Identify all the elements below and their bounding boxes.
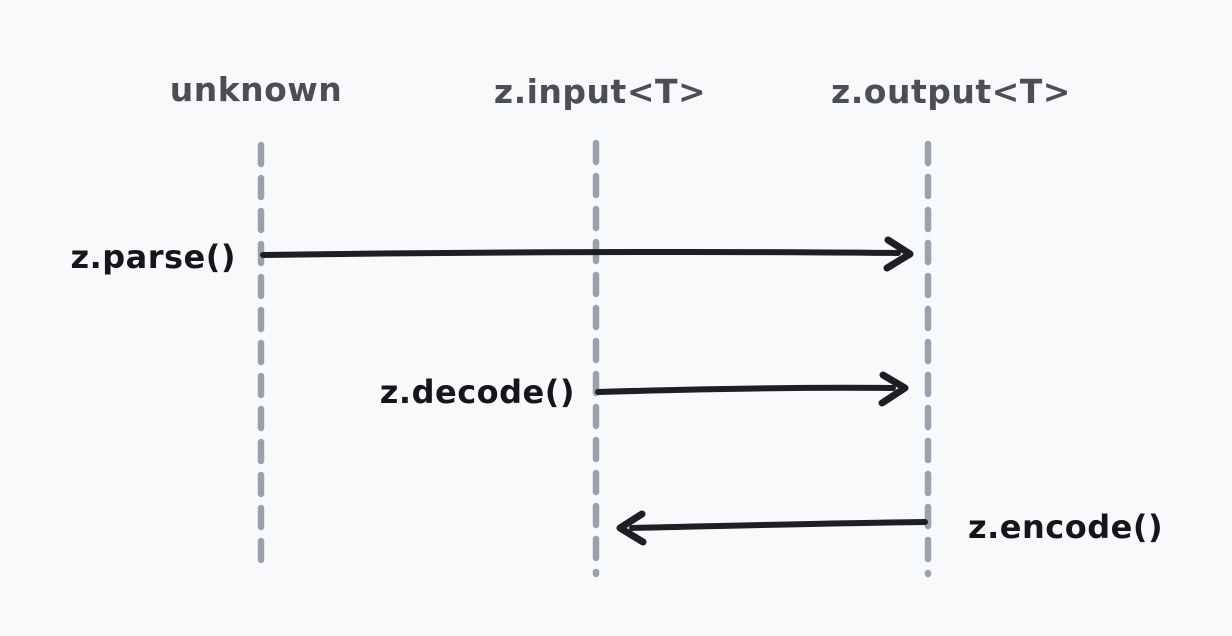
- message-encode: z.encode(): [616, 508, 1163, 546]
- message-decode: z.decode(): [380, 371, 909, 411]
- encode-arrowhead-left-icon: [616, 510, 647, 546]
- parse-arrow-line: [260, 248, 901, 258]
- message-label-encode: z.encode(): [968, 508, 1163, 546]
- actor-label-input: z.input<T>: [494, 72, 706, 111]
- message-label-parse: z.parse(): [70, 238, 236, 276]
- message-label-decode: z.decode(): [380, 373, 575, 411]
- actor-label-output: z.output<T>: [831, 72, 1071, 111]
- parse-arrowhead-right-icon: [883, 236, 914, 272]
- encode-arrow-line: [629, 519, 928, 531]
- message-parse: z.parse(): [70, 236, 914, 276]
- decode-arrow-line: [595, 384, 896, 395]
- decode-arrowhead-right-icon: [878, 371, 909, 407]
- actor-label-unknown: unknown: [170, 70, 343, 109]
